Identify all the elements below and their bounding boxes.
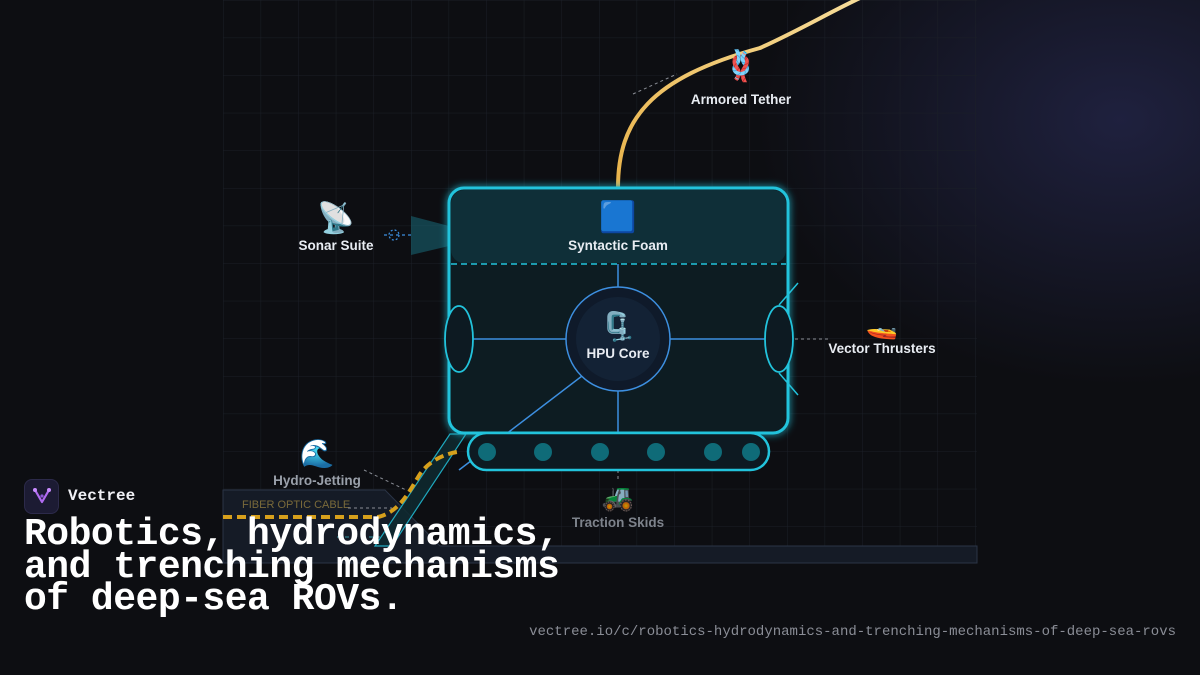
tether-pointer	[632, 73, 678, 95]
skid-roller	[742, 443, 760, 461]
syntactic-foam-label: Syntactic Foam	[568, 238, 668, 253]
blue-square-icon: 🟦	[599, 199, 636, 235]
vector-thrusters-label: Vector Thrusters	[828, 341, 935, 356]
tractor-icon: 🚜	[602, 483, 634, 513]
hydro-jetting-label: Hydro-Jetting	[273, 473, 361, 488]
vectree-logo-icon	[24, 478, 59, 514]
page-title: Robotics, hydrodynamics, and trenching m…	[24, 513, 560, 621]
brand[interactable]: Vectree	[24, 478, 136, 514]
seabed	[222, 489, 978, 564]
page-url[interactable]: vectree.io/c/robotics-hydrodynamics-and-…	[529, 624, 1176, 640]
fiber-optic-cable-label: FIBER OPTIC CABLE	[242, 499, 350, 511]
hpu-core-inner	[576, 297, 660, 381]
sonar-cone	[411, 216, 449, 255]
skid-roller	[647, 443, 665, 461]
traction-skids-label: Traction Skids	[572, 515, 664, 530]
hydro-jetting-pointer	[363, 469, 407, 491]
knot-icon: 🪢	[722, 48, 759, 84]
syntactic-foam-block	[451, 190, 786, 263]
skid-roller	[534, 443, 552, 461]
brand-name: Vectree	[68, 487, 136, 505]
right-thruster	[764, 305, 794, 373]
sonar-emitter	[388, 229, 400, 241]
hpu-core-label: HPU Core	[586, 346, 650, 361]
thruster-vane-bottom	[778, 372, 799, 396]
skid-roller	[478, 443, 496, 461]
speedboat-icon: 🚤	[866, 311, 898, 341]
water-wave-icon: 🌊	[300, 437, 335, 470]
skid-roller	[591, 443, 609, 461]
sonar-suite-label: Sonar Suite	[298, 238, 374, 253]
clamp-icon: 🗜️	[601, 310, 636, 343]
thruster-vane-top	[778, 282, 799, 306]
satellite-dish-icon: 📡	[317, 198, 354, 236]
left-thruster	[444, 305, 474, 373]
skid-roller	[704, 443, 722, 461]
armored-tether-label: Armored Tether	[691, 92, 792, 107]
armored-tether	[616, 0, 861, 189]
fiber-optic-cable	[223, 450, 458, 519]
traction-skid-track	[466, 431, 771, 472]
